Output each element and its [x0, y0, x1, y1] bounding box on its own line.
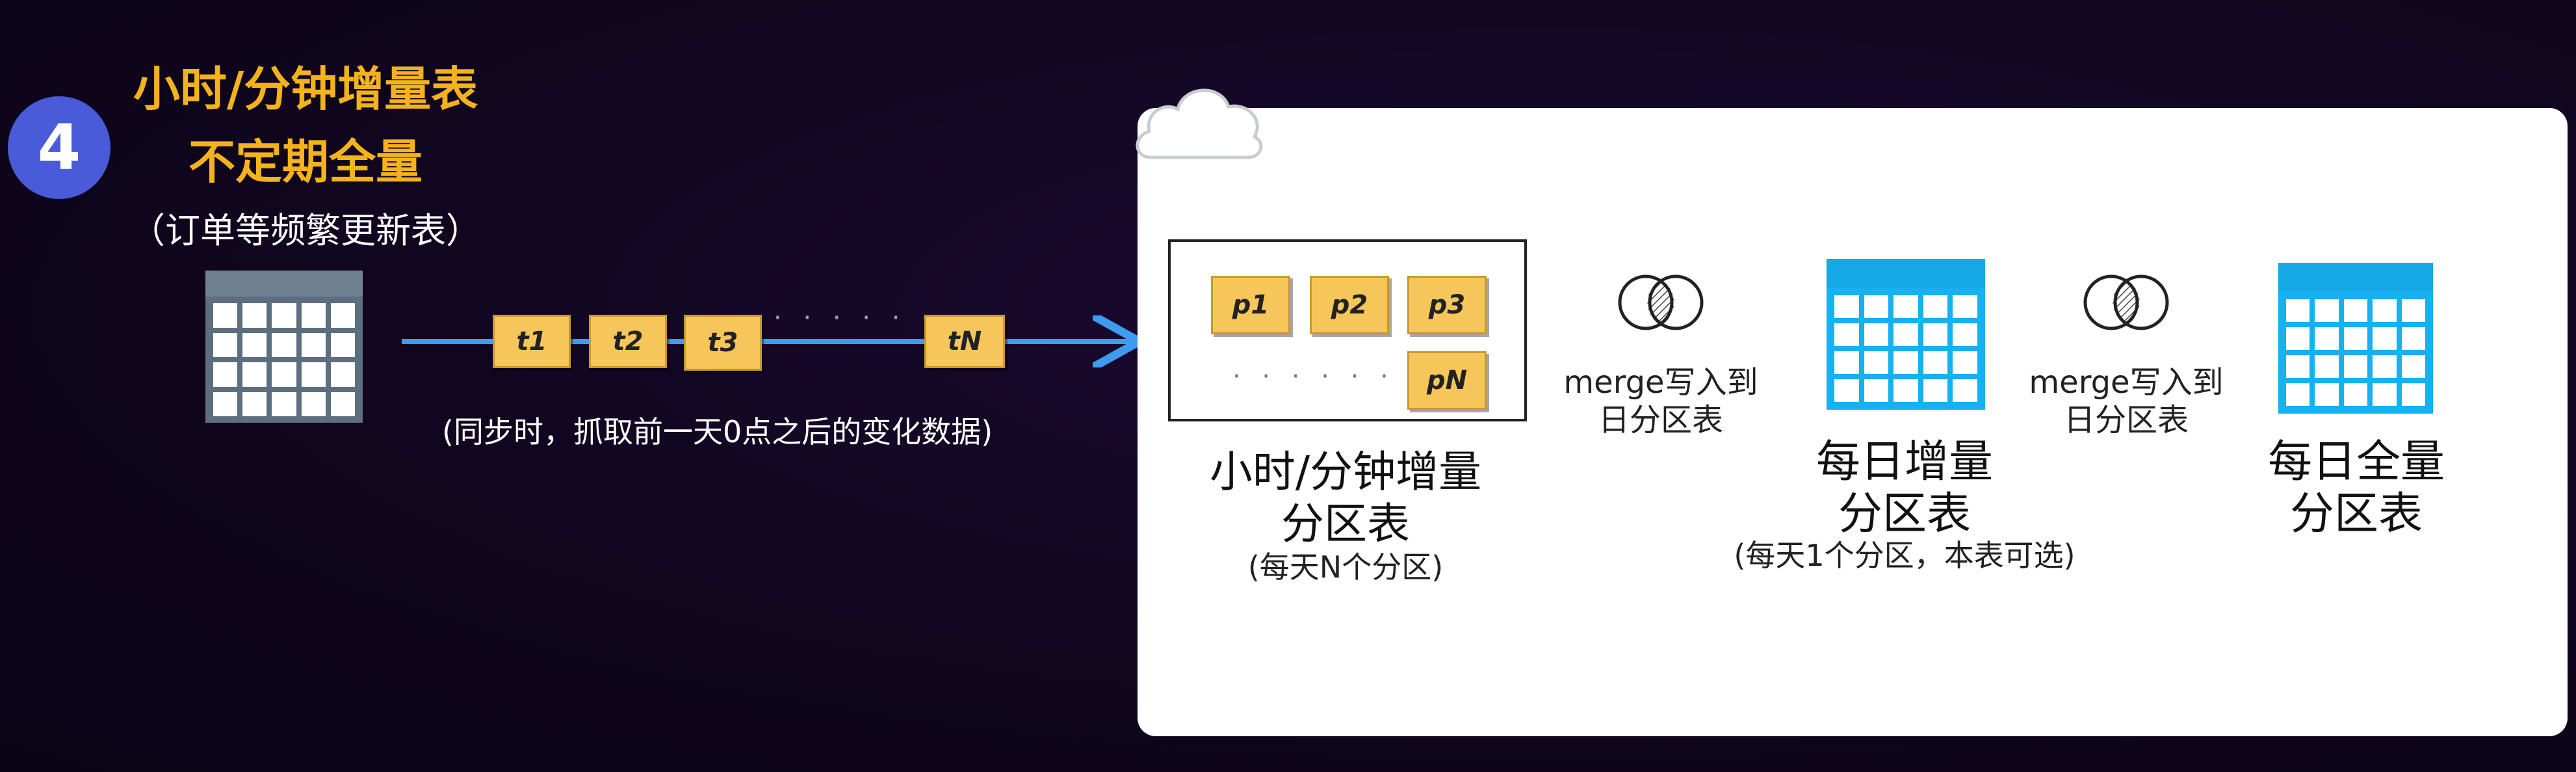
- stream-chip-tn: tN: [924, 315, 1005, 368]
- partition-dots: · · · · · · ·: [1232, 362, 1425, 392]
- cloud-icon: [1136, 88, 1263, 159]
- partition-title-line2: 分区表: [1281, 499, 1410, 549]
- daily-full-title-line1: 每日全量: [2267, 436, 2445, 488]
- merge-venn-icon: [1618, 274, 1704, 330]
- stream-chip-t2: t2: [589, 315, 667, 368]
- partition-chip-p1: p1: [1211, 276, 1290, 334]
- partition-note: (每天N个分区): [1247, 550, 1444, 585]
- daily-incremental-title-line2: 分区表: [1838, 488, 1971, 540]
- partition-title-line1: 小时/分钟增量: [1209, 447, 1482, 497]
- daily-incremental-table-icon: [1827, 259, 1985, 410]
- partition-chip-pn: pN: [1407, 351, 1487, 410]
- step-number-badge: 4: [8, 96, 111, 199]
- stream-chip-t1: t1: [493, 315, 571, 368]
- merge1-label-line1: merge写入到: [1563, 364, 1758, 401]
- merge2-label-line2: 日分区表: [2063, 402, 2189, 438]
- partition-chip-p2: p2: [1310, 276, 1389, 334]
- sync-note: (同步时，抓取前一天0点之后的变化数据): [442, 414, 993, 449]
- source-table-icon: [205, 271, 363, 423]
- target-panel: [1138, 108, 2568, 736]
- merge1-label-line2: 日分区表: [1598, 402, 1723, 438]
- daily-full-title-line2: 分区表: [2289, 488, 2423, 540]
- merge2-label-line1: merge写入到: [2029, 364, 2224, 401]
- partition-chip-p3: p3: [1407, 276, 1487, 334]
- step-subtitle: （订单等频繁更新表）: [130, 210, 481, 251]
- daily-incremental-note: (每天1个分区，本表可选): [1734, 538, 2075, 573]
- stream-chip-t3: t3: [684, 315, 762, 371]
- step-title-line1: 小时/分钟增量表: [133, 62, 478, 116]
- merge-venn-icon: [2083, 274, 2169, 330]
- step-title-line2: 不定期全量: [188, 135, 423, 189]
- daily-full-table-icon: [2278, 263, 2433, 414]
- daily-incremental-title-line1: 每日增量: [1815, 436, 1993, 488]
